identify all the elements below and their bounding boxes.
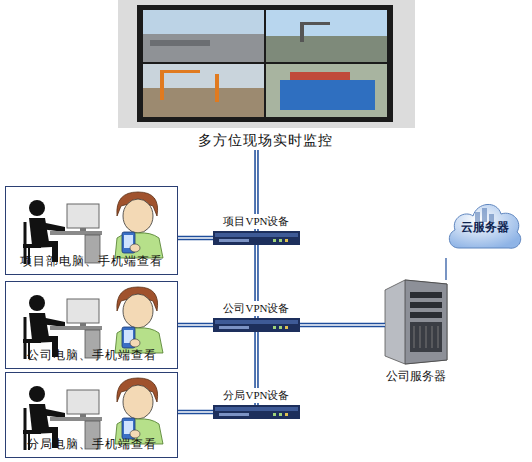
- box-label: 分局电脑、手机端查看: [6, 436, 177, 453]
- cable-line: [178, 236, 213, 241]
- device-label: 项目VPN设备: [221, 214, 291, 229]
- cable-line: [445, 258, 446, 280]
- server-tower: [385, 280, 447, 364]
- vpn-device: [213, 405, 300, 419]
- cable-connector: [178, 238, 213, 239]
- box-label: 公司电脑、手机端查看: [6, 347, 177, 364]
- server-node: 公司服务器: [385, 280, 447, 364]
- viewer-box: 项目部电脑、手机端查看: [5, 186, 178, 275]
- cable-core: [178, 324, 213, 325]
- monitor-caption: 多方位现场实时监控: [137, 132, 393, 150]
- viewer-illustration: [23, 192, 163, 264]
- device-label: 公司VPN设备: [221, 301, 291, 316]
- monitor-frame: [137, 5, 393, 122]
- wall: [118, 0, 415, 128]
- box-label: 项目部电脑、手机端查看: [6, 253, 177, 270]
- cable-line: [178, 323, 213, 328]
- cable-connector: [178, 325, 213, 326]
- vpn-node: 项目VPN设备: [213, 231, 300, 245]
- cloud-label: 云服务器: [445, 219, 525, 236]
- monitor-screen: [143, 10, 387, 117]
- cable-line: [300, 323, 385, 328]
- viewer-box: 分局电脑、手机端查看: [5, 372, 178, 458]
- vpn-device: [213, 231, 300, 245]
- server-label: 公司服务器: [386, 368, 446, 385]
- device-label: 分局VPN设备: [221, 388, 291, 403]
- viewer-box: 公司电脑、手机端查看: [5, 281, 178, 369]
- vpn-node: 公司VPN设备: [213, 318, 300, 332]
- cable-connector: [300, 325, 385, 326]
- vpn-node: 分局VPN设备: [213, 405, 300, 419]
- cable-connector: [178, 412, 213, 413]
- cable-line: [178, 410, 213, 415]
- vpn-device: [213, 318, 300, 332]
- cable-core: [178, 411, 213, 412]
- cloud-node: 云服务器: [445, 194, 525, 258]
- monitor-node: 多方位现场实时监控: [137, 5, 393, 150]
- cable-core: [178, 237, 213, 238]
- cable-core: [300, 324, 385, 325]
- cable-connector: [446, 258, 447, 280]
